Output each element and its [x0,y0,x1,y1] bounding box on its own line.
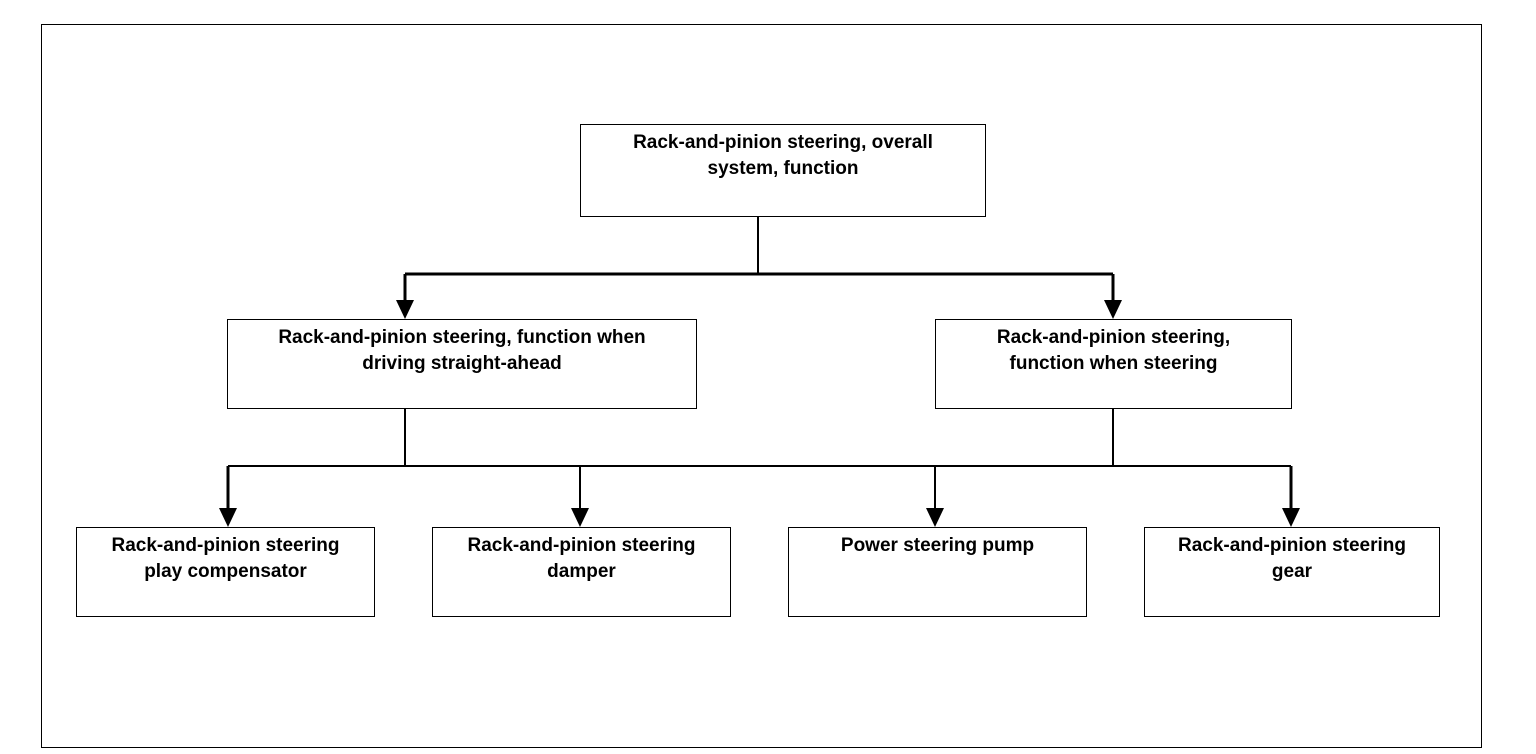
steering-node: Rack-and-pinion steering, function when … [935,319,1292,409]
play-compensator-node-label: Rack-and-pinion steering play compensato… [111,535,340,582]
power-steering-pump-node-label: Power steering pump [840,535,1035,556]
play-compensator-node: Rack-and-pinion steering play compensato… [76,527,375,617]
power-steering-pump-node: Power steering pump [788,527,1087,617]
arrowhead-gear [1282,508,1300,527]
arrowhead-pump [926,508,944,527]
arrowhead-steering [1104,300,1122,319]
damper-node-label: Rack-and-pinion steering damper [467,535,696,582]
diagram-frame [41,24,1482,748]
steering-node-label: Rack-and-pinion steering, function when … [996,327,1231,374]
damper-node: Rack-and-pinion steering damper [432,527,731,617]
steering-gear-node: Rack-and-pinion steering gear [1144,527,1440,617]
arrowhead-straight-ahead [396,300,414,319]
straight-ahead-node-label: Rack-and-pinion steering, function when … [278,327,646,374]
root-node-label: Rack-and-pinion steering, overall system… [633,132,933,179]
steering-gear-node-label: Rack-and-pinion steering gear [1177,535,1407,582]
arrowhead-play-compensator [219,508,237,527]
arrowhead-damper [571,508,589,527]
root-node: Rack-and-pinion steering, overall system… [580,124,986,217]
straight-ahead-node: Rack-and-pinion steering, function when … [227,319,697,409]
